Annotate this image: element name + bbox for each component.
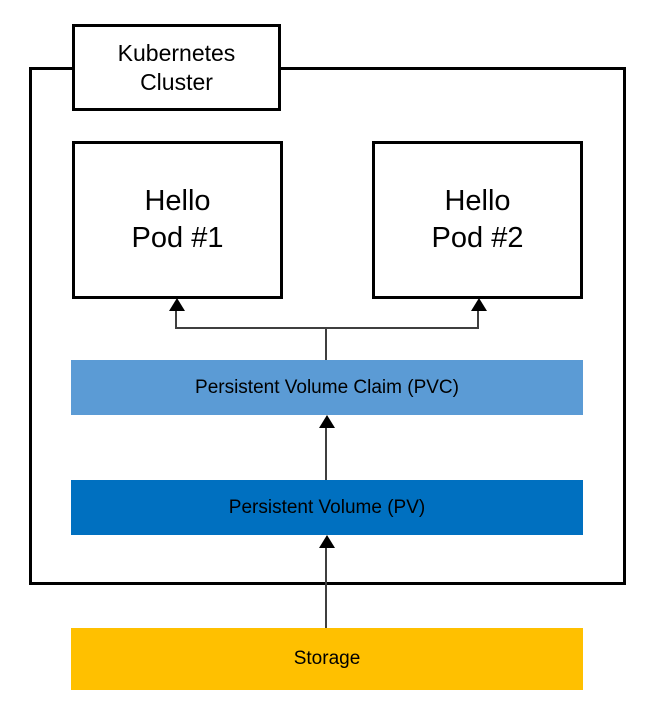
connector-pvc-to-pod-1-riser (175, 311, 177, 329)
connector-pv-to-pvc (325, 428, 327, 480)
arrowhead-into-pvc (319, 415, 335, 428)
connector-pvc-to-pod-2-riser (477, 311, 479, 329)
pod-1-label-line-1: Hello (144, 184, 211, 217)
connector-pvc-crossbar (175, 327, 478, 329)
cluster-title-box: Kubernetes Cluster (72, 24, 281, 111)
pod-box-hello-pod-2: Hello Pod #2 (372, 141, 583, 299)
pv-label: Persistent Volume (PV) (228, 496, 426, 518)
pod-box-hello-pod-1: Hello Pod #1 (72, 141, 283, 299)
arrowhead-into-pv (319, 535, 335, 548)
pvc-label: Persistent Volume Claim (PVC) (195, 376, 459, 398)
pod-2-label-line-2: Pod #2 (431, 222, 524, 254)
layer-bar-persistent-volume-claim: Persistent Volume Claim (PVC) (71, 360, 583, 415)
layer-bar-storage: Storage (71, 628, 583, 690)
connector-pvc-stem (325, 327, 327, 361)
arrowhead-into-pod-2 (471, 298, 487, 311)
pod-1-label-line-2: Pod #1 (131, 222, 224, 254)
kubernetes-cluster-boundary (29, 67, 626, 585)
arrowhead-into-pod-1 (169, 298, 185, 311)
connector-storage-to-pv (325, 548, 327, 628)
layer-bar-persistent-volume: Persistent Volume (PV) (71, 480, 583, 535)
cluster-title-line-1: Kubernetes (117, 39, 236, 66)
storage-label: Storage (293, 648, 361, 669)
cluster-title-line-2: Cluster (140, 68, 213, 95)
pod-2-label-line-1: Hello (444, 184, 511, 217)
